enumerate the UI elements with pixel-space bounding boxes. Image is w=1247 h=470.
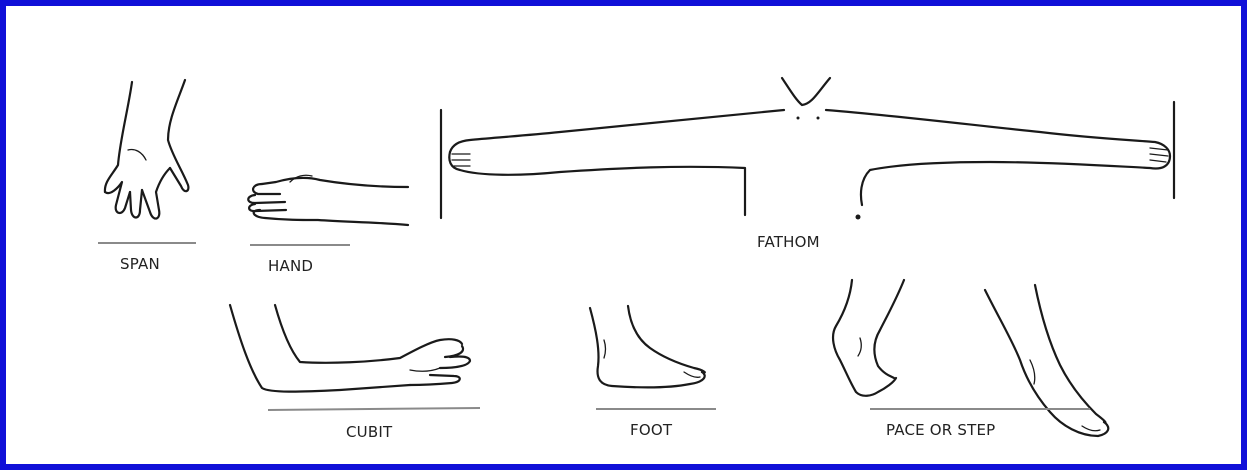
foot-label: FOOT [630,421,672,439]
hand-illustration [248,175,408,225]
foot-illustration [590,306,705,387]
cubit-arm-illustration [230,305,470,392]
fathom-label: FATHOM [757,233,820,251]
pace-label: PACE OR STEP [886,421,995,439]
cubit-baseline [268,408,480,410]
pace-legs-illustration [833,280,1108,436]
span-label: SPAN [120,255,160,273]
hand-label: HAND [268,257,313,275]
cubit-label: CUBIT [346,423,392,441]
span-hand-illustration [105,80,188,219]
fathom-arms-illustration [441,78,1174,220]
